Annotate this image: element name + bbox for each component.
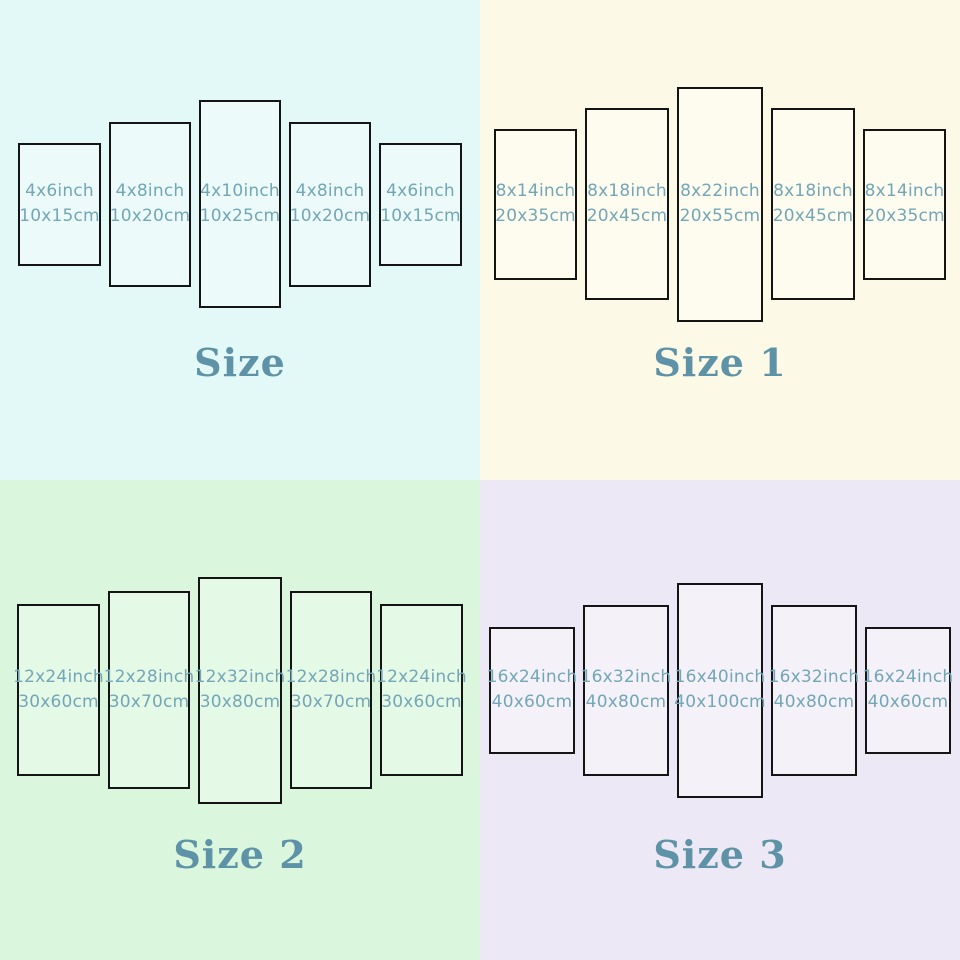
panel-size-inch: 4x6inch — [386, 181, 455, 202]
panel-size-cm: 40x100cm — [674, 692, 766, 712]
panel-size-cm: 30x70cm — [290, 692, 372, 712]
canvas-panel: 12x24inch 30x60cm — [13, 604, 104, 776]
panel-size-cm: 40x80cm — [585, 692, 667, 712]
canvas-panel: 16x32inch 40x80cm — [580, 604, 672, 776]
panel-size-inch: 8x18inch — [587, 181, 667, 202]
canvas-panel: 12x24inch 30x60cm — [376, 604, 467, 776]
canvas-panel: 8x22inch 20x55cm — [677, 86, 763, 322]
panel-size-cm: 10x15cm — [380, 206, 461, 226]
panel-row: 8x14inch 20x35cm 8x18inch 20x45cm 8x22in… — [480, 0, 960, 408]
canvas-panel: 8x18inch 20x45cm — [771, 108, 855, 300]
canvas-panel: 8x14inch 20x35cm — [494, 128, 577, 280]
panel-size-inch: 16x32inch — [580, 667, 672, 688]
quadrant-size-2: 12x24inch 30x60cm 12x28inch 30x70cm 12x3… — [0, 480, 480, 960]
canvas-panel: 4x6inch 10x15cm — [18, 142, 101, 266]
panel-size-inch: 4x8inch — [295, 181, 365, 202]
canvas-panel: 4x8inch 10x20cm — [109, 121, 191, 287]
canvas-panel: 4x8inch 10x20cm — [289, 121, 371, 287]
canvas-panel: 16x24inch 40x60cm — [862, 626, 954, 754]
quadrant-size-1: 8x14inch 20x35cm 8x18inch 20x45cm 8x22in… — [480, 0, 960, 480]
panel-size-cm: 40x60cm — [491, 692, 573, 712]
panel-size-cm: 10x15cm — [19, 206, 100, 226]
panel-size-cm: 30x80cm — [199, 692, 281, 712]
panel-size-inch: 12x32inch — [194, 667, 286, 688]
canvas-panel: 4x10inch 10x25cm — [199, 100, 281, 308]
canvas-panel: 8x18inch 20x45cm — [585, 108, 669, 300]
panel-size-cm: 30x60cm — [381, 692, 462, 712]
quadrant-title: Size 3 — [653, 832, 787, 877]
panel-size-inch: 12x24inch — [13, 667, 104, 688]
panel-size-inch: 8x22inch — [680, 181, 760, 202]
panel-size-inch: 8x14inch — [864, 181, 945, 202]
canvas-panel: 16x24inch 40x60cm — [486, 626, 578, 754]
panel-size-cm: 30x60cm — [18, 692, 99, 712]
canvas-panel: 16x40inch 40x100cm — [674, 582, 766, 798]
quadrant-title: Size 1 — [653, 340, 787, 385]
canvas-panel: 8x14inch 20x35cm — [863, 128, 946, 280]
panel-size-inch: 4x8inch — [115, 181, 185, 202]
panel-size-inch: 12x24inch — [376, 667, 467, 688]
panel-row: 4x6inch 10x15cm 4x8inch 10x20cm 4x10inch… — [0, 0, 480, 408]
canvas-panel: 12x28inch 30x70cm — [104, 591, 194, 789]
panel-size-cm: 10x20cm — [109, 206, 191, 226]
panel-size-inch: 16x32inch — [768, 667, 860, 688]
panel-size-inch: 8x14inch — [495, 181, 576, 202]
panel-size-inch: 16x24inch — [862, 667, 954, 688]
panel-size-cm: 20x45cm — [586, 206, 668, 226]
panel-size-inch: 12x28inch — [285, 667, 377, 688]
panel-row: 16x24inch 40x60cm 16x32inch 40x80cm 16x4… — [480, 480, 960, 900]
panel-size-inch: 12x28inch — [103, 667, 195, 688]
panel-size-inch: 16x40inch — [674, 667, 766, 688]
panel-size-inch: 4x6inch — [25, 181, 94, 202]
panel-size-inch: 16x24inch — [486, 667, 578, 688]
canvas-panel: 4x6inch 10x15cm — [379, 142, 462, 266]
panel-size-inch: 8x18inch — [773, 181, 853, 202]
panel-size-inch: 4x10inch — [200, 181, 280, 202]
canvas-panel: 16x32inch 40x80cm — [768, 604, 860, 776]
quadrant-title: Size — [194, 340, 286, 385]
panel-size-cm: 20x45cm — [772, 206, 854, 226]
panel-row: 12x24inch 30x60cm 12x28inch 30x70cm 12x3… — [0, 480, 480, 900]
quadrant-title: Size 2 — [173, 832, 307, 877]
panel-size-cm: 20x35cm — [495, 206, 576, 226]
canvas-panel: 12x32inch 30x80cm — [195, 576, 285, 804]
panel-size-cm: 10x25cm — [199, 206, 281, 226]
panel-size-cm: 10x20cm — [289, 206, 371, 226]
panel-size-cm: 30x70cm — [108, 692, 190, 712]
quadrant-size: 4x6inch 10x15cm 4x8inch 10x20cm 4x10inch… — [0, 0, 480, 480]
quadrant-size-3: 16x24inch 40x60cm 16x32inch 40x80cm 16x4… — [480, 480, 960, 960]
panel-size-cm: 40x60cm — [867, 692, 949, 712]
panel-size-cm: 20x35cm — [864, 206, 945, 226]
panel-size-cm: 40x80cm — [773, 692, 855, 712]
canvas-panel: 12x28inch 30x70cm — [286, 591, 376, 789]
panel-size-cm: 20x55cm — [679, 206, 761, 226]
